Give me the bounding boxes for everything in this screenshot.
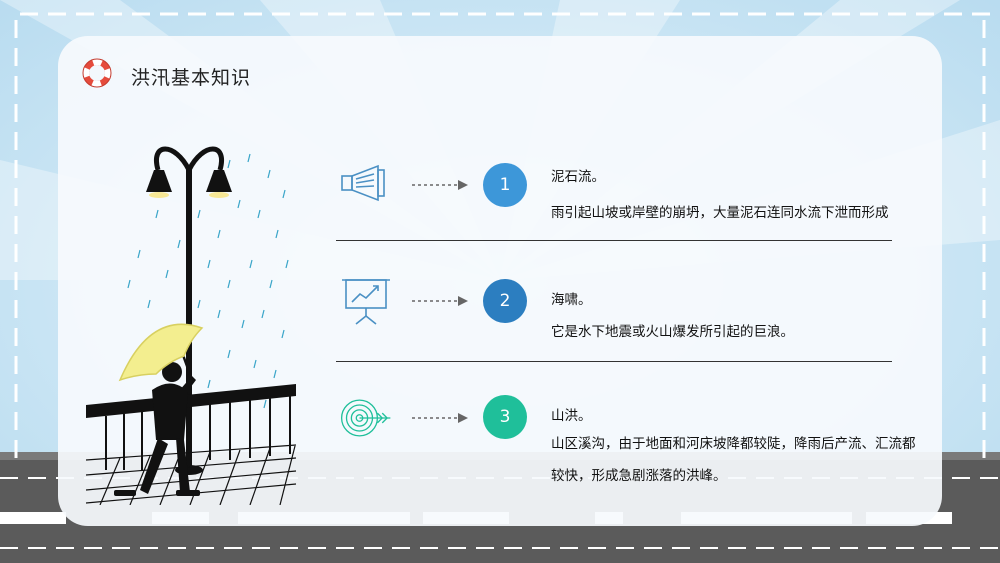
page-title: 洪汛基本知识 [131,67,252,89]
step-number-1: 1 [483,163,527,207]
separator [336,361,892,362]
lamp-light [209,192,229,198]
lamp-light [149,192,169,198]
arrow-icon [412,296,468,306]
item-desc-2: 它是水下地震或火山爆发所引起的巨浪。 [551,324,794,340]
arrow-icon [412,413,468,423]
item-desc-3: 山区溪沟，由于地面和河床坡降都较陡，降雨后产流、汇流都较快，形成急剧涨落的洪峰。 [551,436,916,484]
presentation-chart-icon [342,279,390,325]
megaphone-icon [341,164,385,202]
tiled-ground [85,444,297,505]
item-title-2: 海啸。 [551,292,592,308]
rain-scene-illustration [85,146,297,505]
street-lamp [146,146,232,475]
step-number-2: 2 [483,279,527,323]
step-number-3: 3 [483,395,527,439]
item-title-1: 泥石流。 [551,169,605,185]
item-desc-1: 雨引起山坡或岸壁的崩坍，大量泥石连同水流下泄而形成 [551,205,889,221]
item-title-3: 山洪。 [551,408,592,424]
target-icon [340,399,391,437]
umbrella [118,323,204,382]
separator [336,240,892,241]
arrow-icon [412,180,468,190]
person-silhouette [114,362,200,496]
lifebuoy-icon [82,58,112,88]
